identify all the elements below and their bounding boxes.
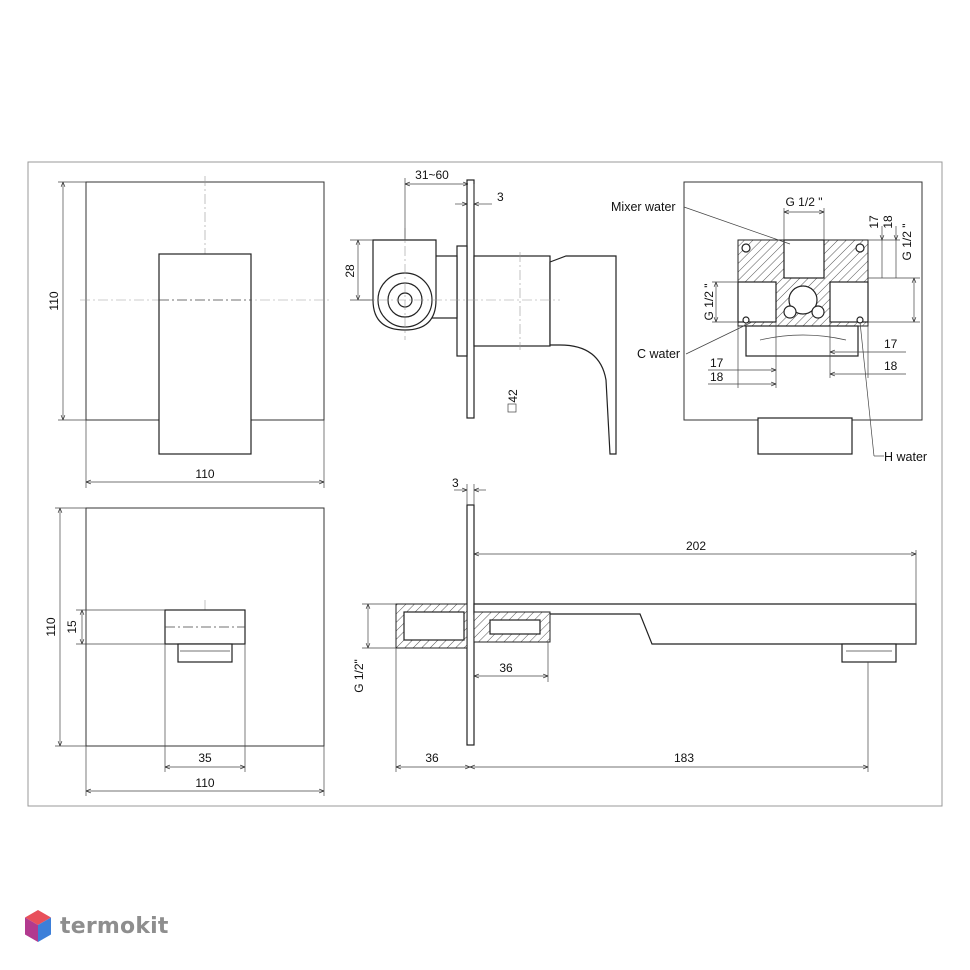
brand-logo-icon xyxy=(25,910,51,942)
spout-height-dim: 15 xyxy=(65,620,79,634)
mixer-rear-view: G 1/2 " 17 18 G 1/2 " G 1/2 " 17 18 17 1… xyxy=(611,181,927,464)
spout-side-view: 3 202 G 1/2" 36 36 183 xyxy=(352,476,917,772)
spout-length-dim: 202 xyxy=(686,539,706,553)
spout-width-dim: 35 xyxy=(198,751,212,765)
mixer-front-width-dim: 110 xyxy=(195,467,214,481)
brand-name: termokit xyxy=(60,913,169,939)
h-water-label: H water xyxy=(884,450,927,464)
spout-front-height-dim: 110 xyxy=(44,617,58,636)
body-offset-dim: 28 xyxy=(343,264,357,278)
depth-range-dim: 31~60 xyxy=(415,168,449,182)
spout-plate-thickness-dim: 3 xyxy=(452,476,459,490)
thread-left-dim: G 1/2 " xyxy=(702,284,716,321)
mixer-water-label: Mixer water xyxy=(611,200,676,214)
v17-dim: 17 xyxy=(867,215,881,229)
h17-dim: 17 xyxy=(884,337,898,351)
logo-right-facet xyxy=(38,917,51,942)
h18-dim: 18 xyxy=(884,359,898,373)
spout-mid-dim: 36 xyxy=(499,661,513,675)
mixer-side-view: 31~60 3 28 42 xyxy=(343,168,617,455)
logo-left-facet xyxy=(25,917,38,942)
spout-front-view: 110 15 35 110 xyxy=(44,507,325,796)
spout-thread-dim: G 1/2" xyxy=(352,659,366,693)
thread-top-dim: G 1/2 " xyxy=(786,195,823,209)
drawing-frame xyxy=(27,161,943,807)
spout-front-width-dim: 110 xyxy=(195,776,214,790)
c-water-label: C water xyxy=(637,347,680,361)
c18-dim: 18 xyxy=(710,370,724,384)
mixer-front-view: 110 110 xyxy=(47,176,330,488)
spout-reach-dim: 183 xyxy=(674,751,694,765)
mixer-front-height-dim: 110 xyxy=(47,291,61,310)
brand-logo: termokit xyxy=(24,906,169,946)
handle-size-dim: 42 xyxy=(506,389,520,403)
plate-thickness-dim: 3 xyxy=(497,190,504,204)
spout-back-dim: 36 xyxy=(425,751,439,765)
c17-dim: 17 xyxy=(710,356,724,370)
thread-right-dim: G 1/2 " xyxy=(900,224,914,261)
v18-dim: 18 xyxy=(881,215,895,229)
